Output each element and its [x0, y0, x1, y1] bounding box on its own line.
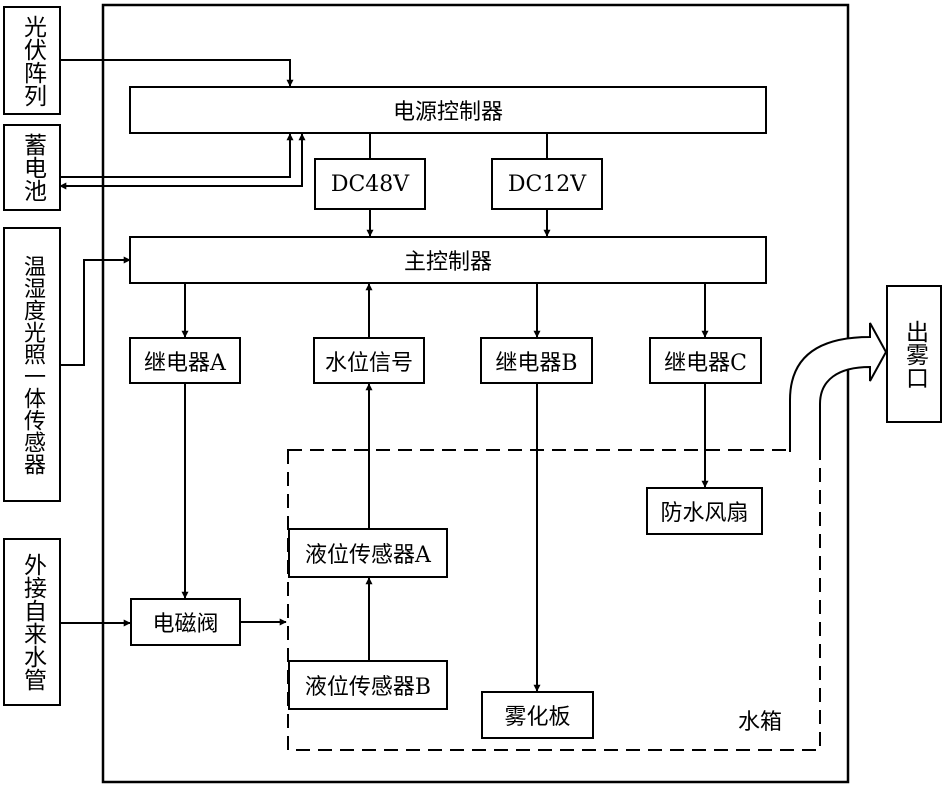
- pv-to-power-line: [60, 59, 294, 87]
- pv-array-label: 光伏阵列: [19, 14, 46, 107]
- sensor-box: 温湿度光照一体传感器: [3, 227, 61, 502]
- main-controller-label: 主控制器: [403, 250, 492, 275]
- sensor-label: 温湿度光照一体传感器: [20, 254, 45, 475]
- sensor-to-main-arrow: [60, 256, 131, 366]
- dc48v-label: DC48V: [330, 171, 410, 197]
- atomizer-plate-box: 雾化板: [481, 691, 594, 739]
- pv-array-box: 光伏阵列: [3, 6, 61, 115]
- battery-label: 蓄电池: [19, 133, 46, 202]
- battery-supply-line: [60, 133, 294, 178]
- solenoid-valve-label: 电磁阀: [152, 612, 219, 637]
- outer-enclosure: [101, 3, 850, 784]
- water-tank-region: [287, 449, 821, 751]
- mist-outlet-arrow: [789, 322, 888, 452]
- water-pipe-box: 外接自来水管: [3, 538, 61, 706]
- atomizer-plate-label: 雾化板: [504, 705, 571, 730]
- relay-b-label: 继电器B: [495, 350, 578, 376]
- water-tank-label: 水箱: [738, 710, 783, 735]
- level-sensor-b-box: 液位传感器B: [288, 660, 448, 710]
- main-controller-box: 主控制器: [129, 236, 767, 284]
- waterproof-fan-box: 防水风扇: [646, 487, 763, 535]
- water-level-signal-box: 水位信号: [313, 337, 425, 384]
- solenoid-valve-box: 电磁阀: [130, 598, 241, 646]
- level-sensor-b-label: 液位传感器B: [304, 675, 432, 700]
- dc48v-box: DC48V: [314, 158, 426, 210]
- power-controller-box: 电源控制器: [129, 86, 767, 134]
- battery-charge-line: [59, 133, 306, 190]
- relay-c-box: 继电器C: [649, 337, 762, 384]
- relay-c-label: 继电器C: [664, 350, 747, 376]
- level-sensor-a-label: 液位传感器A: [305, 543, 431, 568]
- battery-box: 蓄电池: [3, 124, 61, 211]
- relay-a-box: 继电器A: [129, 337, 241, 384]
- water-pipe-label: 外接自来水管: [19, 553, 46, 691]
- mist-outlet-label: 出雾口: [901, 319, 928, 389]
- relay-b-box: 继电器B: [480, 337, 593, 384]
- relay-a-label: 继电器A: [144, 350, 226, 376]
- dc12v-box: DC12V: [491, 158, 603, 210]
- waterproof-fan-label: 防水风扇: [660, 501, 749, 526]
- level-sensor-a-box: 液位传感器A: [288, 528, 448, 578]
- water-level-signal-label: 水位信号: [324, 350, 413, 376]
- mist-outlet-box: 出雾口: [886, 285, 942, 423]
- dc12v-label: DC12V: [507, 171, 587, 197]
- power-controller-label: 电源控制器: [392, 100, 503, 125]
